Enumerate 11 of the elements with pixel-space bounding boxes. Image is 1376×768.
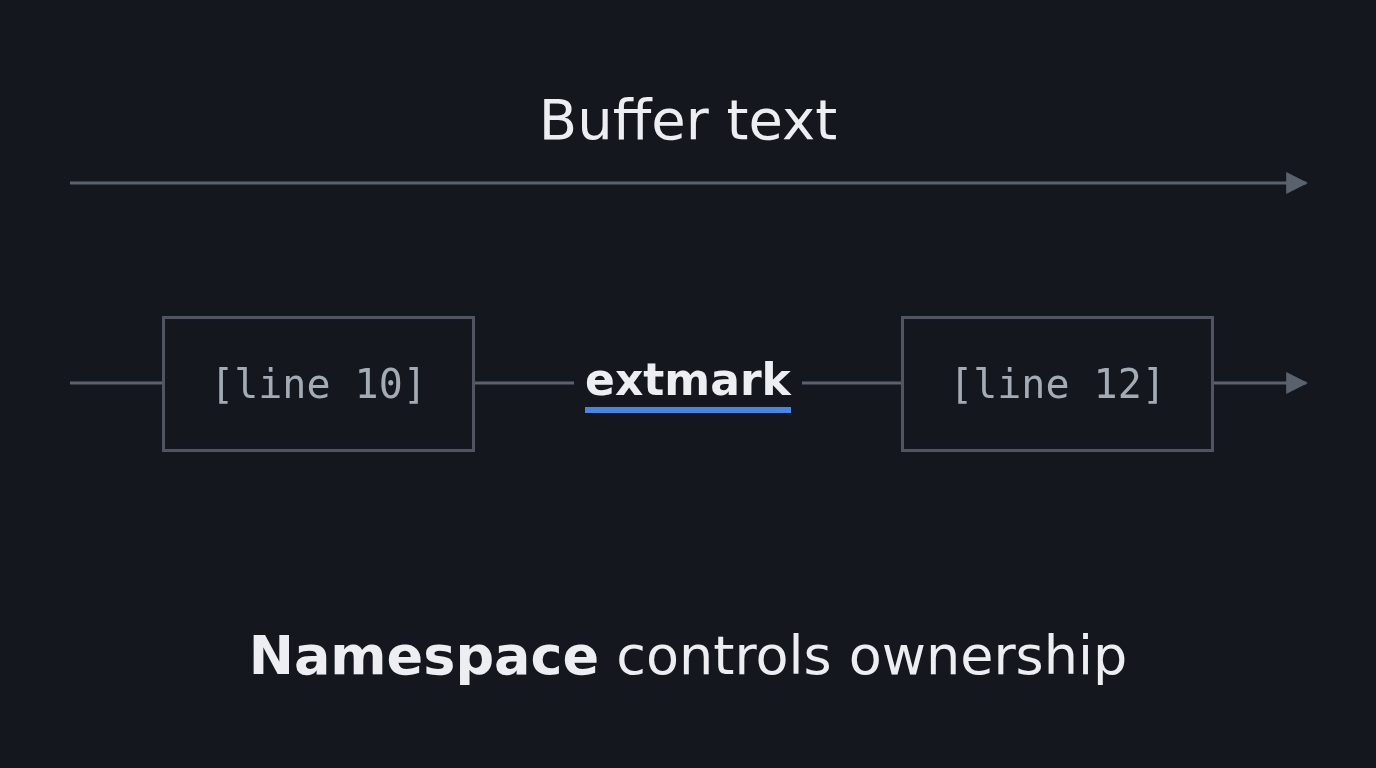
arrow <box>1214 372 1309 394</box>
code-label: [line 10] <box>210 360 427 409</box>
process-box <box>162 316 475 452</box>
code-label: [line 12] <box>949 360 1166 409</box>
title: Buffer text <box>538 86 838 154</box>
connector-line <box>70 381 162 385</box>
node-label: extmark <box>585 353 791 413</box>
process-box <box>901 316 1214 452</box>
caption: Namespace controls ownership <box>248 623 1128 689</box>
connector-line <box>802 381 901 385</box>
connector-line <box>475 381 574 385</box>
